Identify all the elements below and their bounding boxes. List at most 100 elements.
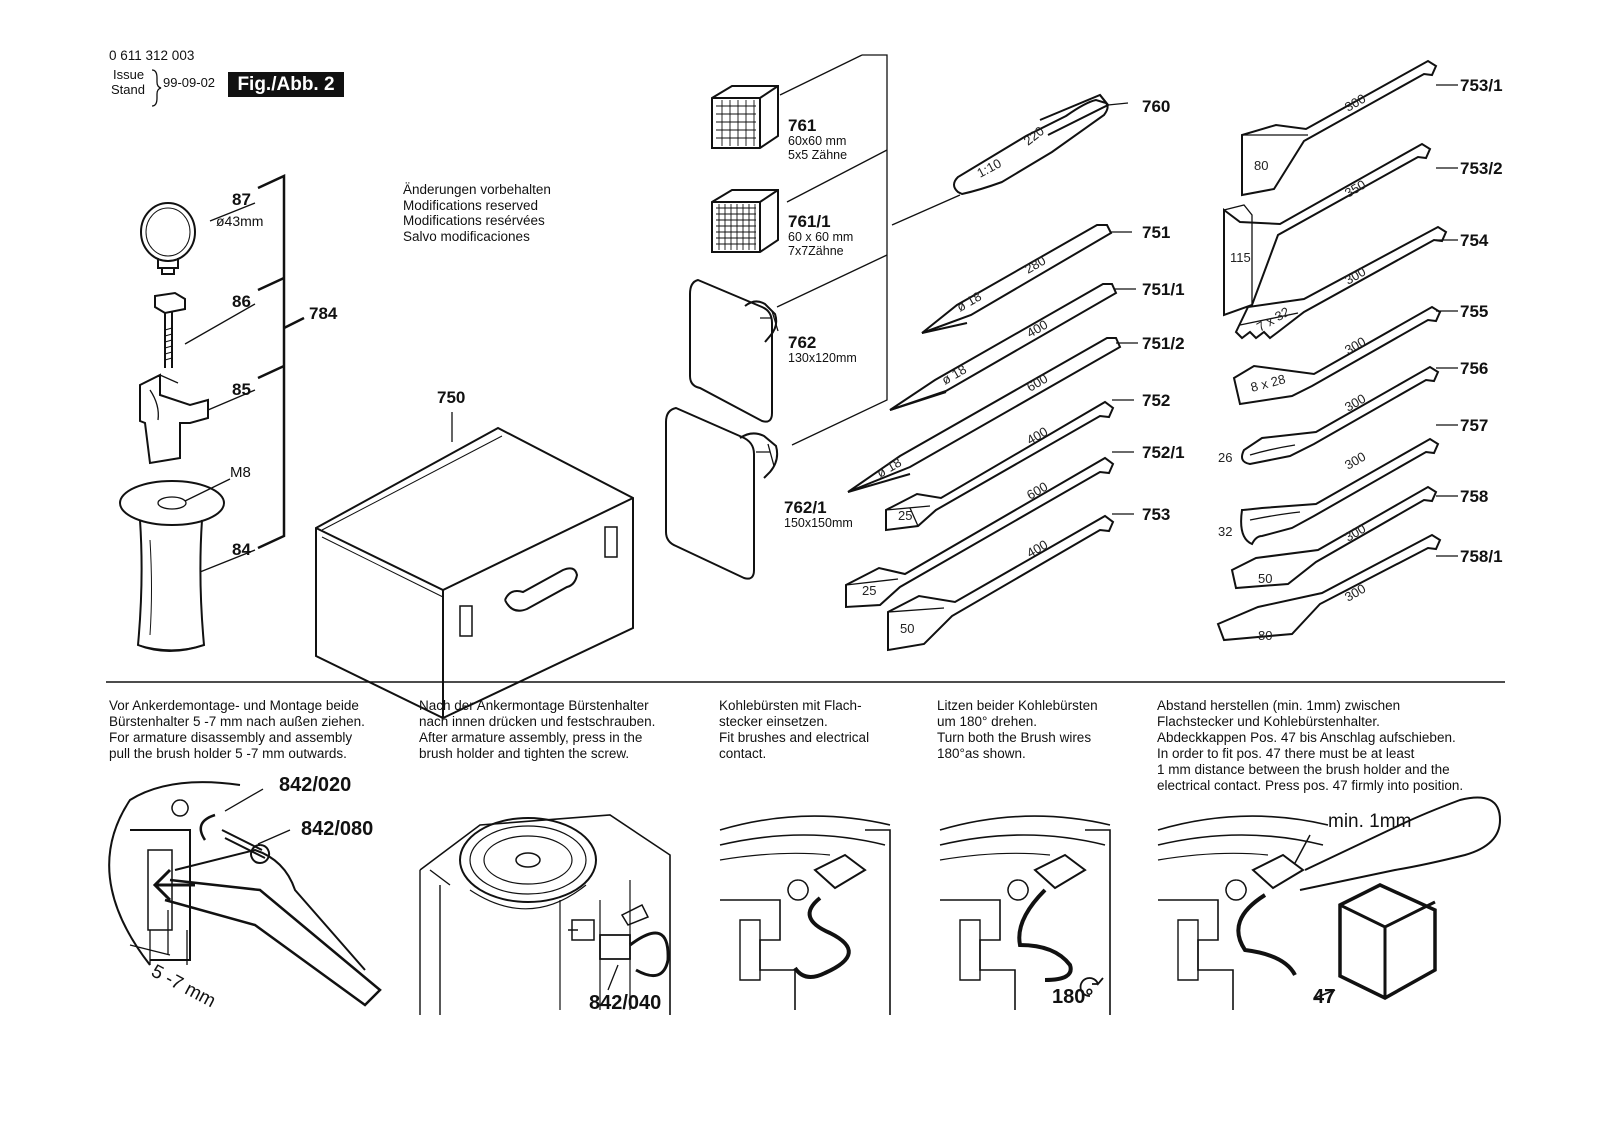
instruction-line: Abdeckkappen Pos. 47 bis Anschlag aufsch… xyxy=(1157,730,1456,745)
detail-brush-holder-pull xyxy=(108,781,382,1007)
tamping-plate-762-1 xyxy=(665,406,779,580)
part-number: 0 611 312 003 xyxy=(109,48,195,63)
mark-753-1-b: 300 xyxy=(1342,91,1368,115)
modifications-notice: Änderungen vorbehalten Modifications res… xyxy=(403,182,551,244)
rotation-label: 180° xyxy=(1052,986,1094,1008)
mark-754-a: 7 x 32 xyxy=(1254,304,1292,335)
chisel-751 xyxy=(921,224,1132,334)
part-label-753-1: 753/1 xyxy=(1460,76,1503,95)
part-label-842-040: 842/040 xyxy=(589,992,662,1014)
part-label-754: 754 xyxy=(1460,231,1489,250)
chisel-751-2 xyxy=(847,337,1138,493)
instruction-line: Turn both the Brush wires xyxy=(937,730,1092,745)
instruction-line: nach innen drücken und festschrauben. xyxy=(419,714,656,729)
instruction-line: Litzen beider Kohlebürsten xyxy=(937,698,1098,713)
part-label-842-080: 842/080 xyxy=(301,818,374,840)
chisel-756 xyxy=(1241,365,1458,466)
part-label-761-1: 761/1 xyxy=(788,212,831,231)
part-label-84: 84 xyxy=(232,540,251,559)
notice-line: Änderungen vorbehalten xyxy=(403,182,551,197)
range-dimension: 5 -7 mm xyxy=(148,961,219,1012)
mark-753-b: 400 xyxy=(1024,537,1050,561)
mark-753-1-a: 80 xyxy=(1254,158,1268,173)
part-label-758: 758 xyxy=(1460,487,1489,506)
part-label-757: 757 xyxy=(1460,416,1489,435)
chisel-753 xyxy=(887,513,1134,652)
instruction-line: Nach der Ankermontage Bürstenhalter xyxy=(419,698,649,713)
instruction-line: Kohlebürsten mit Flach- xyxy=(719,698,862,713)
instruction-line: 180°as shown. xyxy=(937,746,1026,761)
instruction-line: pull the brush holder 5 -7 mm outwards. xyxy=(109,746,347,761)
min-gap-label: min. 1mm xyxy=(1328,811,1412,832)
mark-757-b: 300 xyxy=(1342,449,1368,473)
issue-date: 99-09-02 xyxy=(163,75,216,90)
instruction-line: electrical contact. Press pos. 47 firmly… xyxy=(1157,778,1464,793)
part-note-762-1: 150x150mm xyxy=(784,516,853,530)
detail-cover-cap xyxy=(1157,796,1502,1010)
mark-752-b: 400 xyxy=(1024,424,1050,448)
instruction-line: stecker einsetzen. xyxy=(719,714,828,729)
mark-751-1-b: 400 xyxy=(1024,317,1050,341)
mark-758-1-b: 300 xyxy=(1342,581,1368,605)
part-label-85: 85 xyxy=(232,380,251,399)
mark-757-a: 32 xyxy=(1218,524,1232,539)
mark-752-1-a: 25 xyxy=(862,583,876,598)
mark-756-b: 300 xyxy=(1342,391,1368,415)
instruction-line: Flachstecker und Kohlebürstenhalter. xyxy=(1157,714,1380,729)
part-label-762: 762 xyxy=(788,333,817,352)
part-note-87: ø43mm xyxy=(216,213,264,229)
part-label-47: 47 xyxy=(1313,986,1336,1008)
part-note-761-1-teeth: 7x7Zähne xyxy=(788,244,844,258)
figure-title: Fig./Abb. 2 xyxy=(228,72,344,97)
part-label-751: 751 xyxy=(1142,223,1171,242)
part-label-752: 752 xyxy=(1142,391,1171,410)
chisel-753-1 xyxy=(1241,59,1458,197)
part-label-753: 753 xyxy=(1142,505,1171,524)
thread-label: M8 xyxy=(230,464,251,481)
chisel-758-1 xyxy=(1216,533,1458,642)
part-label-751-1: 751/1 xyxy=(1142,280,1185,299)
tamping-plate-762 xyxy=(689,278,779,423)
chisel-760 xyxy=(891,93,1129,226)
chisel-754 xyxy=(1234,225,1458,340)
part-label-758-1: 758/1 xyxy=(1460,547,1503,566)
part-label-87: 87 xyxy=(232,190,251,209)
part-label-761: 761 xyxy=(788,116,817,135)
group-label-784: 784 xyxy=(309,304,338,323)
mark-751-2-b: 600 xyxy=(1024,371,1050,395)
instruction-line: After armature assembly, press in the xyxy=(419,730,643,745)
notice-line: Salvo modificaciones xyxy=(403,228,530,244)
instruction-line: In order to fit pos. 47 there must be at… xyxy=(1157,746,1415,761)
part-note-761-teeth: 5x5 Zähne xyxy=(788,148,848,162)
mark-758-a: 50 xyxy=(1258,571,1272,586)
chisel-757 xyxy=(1240,424,1458,546)
instruction-line: brush holder and tighten the screw. xyxy=(419,746,630,761)
detail-fit-brushes xyxy=(719,815,891,1015)
mark-760-a: 1:10 xyxy=(974,156,1003,181)
grip-84 xyxy=(119,480,225,652)
part-label-750: 750 xyxy=(437,388,466,407)
part-label-755: 755 xyxy=(1460,302,1489,321)
notice-line: Modifications reserved xyxy=(403,197,539,213)
instruction-3: Kohlebürsten mit Flach- stecker einsetze… xyxy=(719,698,869,762)
part-note-761-size: 60x60 mm xyxy=(788,134,847,148)
bush-hammer-761-1 xyxy=(711,189,779,253)
instruction-2: Nach der Ankermontage Bürstenhalter nach… xyxy=(419,698,655,762)
mark-753-a: 50 xyxy=(900,621,914,636)
part-label-751-2: 751/2 xyxy=(1142,334,1185,353)
part-label-760: 760 xyxy=(1142,97,1171,116)
mark-751-1-a: ø 18 xyxy=(939,362,969,388)
chisel-752 xyxy=(885,399,1134,532)
instruction-line: um 180° drehen. xyxy=(937,714,1037,729)
part-label-756: 756 xyxy=(1460,359,1489,378)
chisel-753-2 xyxy=(1223,142,1458,317)
instruction-line: 1 mm distance between the brush holder a… xyxy=(1157,762,1450,777)
instruction-line: For armature disassembly and assembly xyxy=(109,730,353,745)
bracket-85 xyxy=(139,373,209,465)
mark-756-a: 26 xyxy=(1218,450,1232,465)
mark-755-b: 300 xyxy=(1342,334,1368,358)
part-label-86: 86 xyxy=(232,292,251,311)
part-label-753-2: 753/2 xyxy=(1460,159,1503,178)
detail-armature-assembly xyxy=(419,814,671,1015)
part-label-842-020: 842/020 xyxy=(279,774,352,796)
